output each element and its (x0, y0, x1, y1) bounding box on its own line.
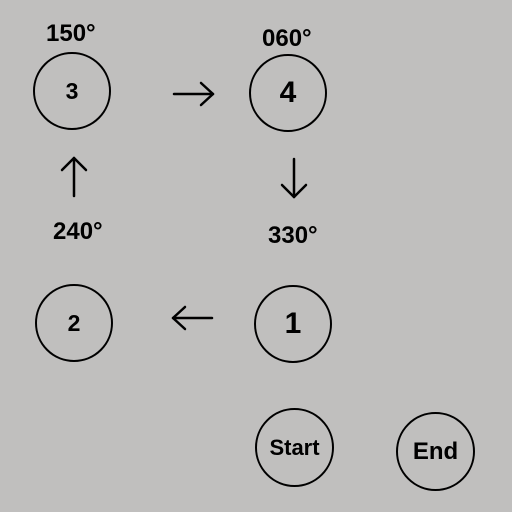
start-button[interactable]: Start (255, 408, 334, 487)
arrow-up-icon (60, 156, 88, 198)
heading-label-node-4: 060° (262, 25, 312, 52)
start-button-label: Start (269, 434, 320, 460)
node-2-label: 2 (67, 309, 81, 336)
node-1-label: 1 (284, 307, 302, 340)
node-3-label: 3 (65, 77, 79, 104)
heading-label-node-1: 330° (268, 222, 318, 249)
node-2[interactable]: 2 (35, 284, 113, 362)
node-3[interactable]: 3 (33, 52, 111, 130)
heading-label-node-2: 240° (53, 218, 103, 245)
end-button[interactable]: End (396, 412, 475, 491)
end-button-label: End (412, 437, 459, 465)
arrow-left-icon (171, 305, 214, 331)
arrow-down-icon (280, 157, 308, 199)
node-4-label: 4 (279, 76, 297, 109)
node-1[interactable]: 1 (254, 285, 332, 363)
node-4[interactable]: 4 (249, 54, 327, 132)
heading-label-node-3: 150° (46, 20, 96, 47)
arrow-right-icon (172, 81, 215, 107)
